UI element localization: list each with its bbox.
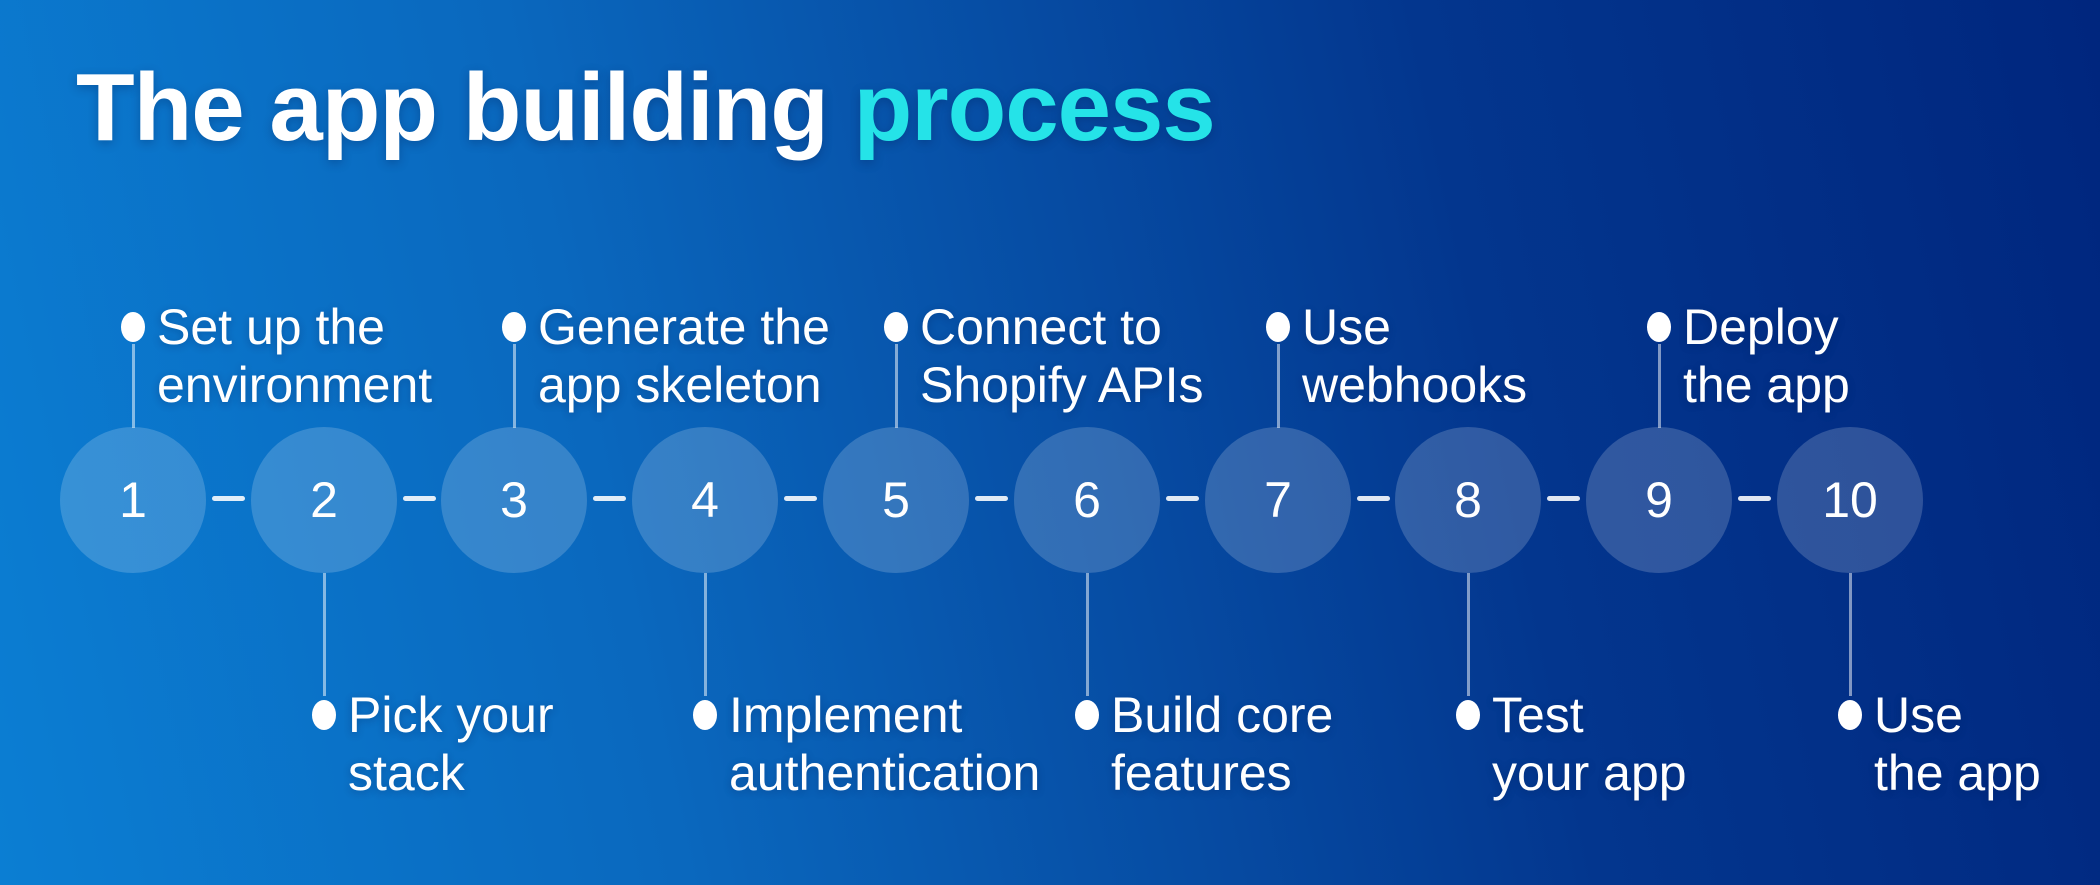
- step-10-label-line1: Use: [1874, 687, 1963, 743]
- step-4-connector-line: [703, 573, 707, 696]
- step-6-connector-line: [1085, 573, 1089, 696]
- step-7-label-line2: webhooks: [1302, 357, 1528, 413]
- step-1-label: Set up the environment: [121, 298, 432, 414]
- step-1-circle: 1: [60, 427, 206, 573]
- step-9-label-line1: Deploy: [1683, 299, 1839, 355]
- step-9-circle: 9: [1586, 427, 1732, 573]
- step-8-number: 8: [1454, 472, 1482, 528]
- timeline-dash-3: [593, 496, 626, 501]
- step-9-label-text: Deploy the app: [1683, 298, 1850, 414]
- step-2-connector-line: [322, 573, 326, 696]
- step-5-label-line2: Shopify APIs: [920, 357, 1204, 413]
- step-3-number: 3: [500, 472, 528, 528]
- step-3-label-text: Generate the app skeleton: [538, 298, 830, 414]
- step-2-label: Pick your stack: [312, 686, 554, 802]
- timeline-dash-6: [1166, 496, 1199, 501]
- step-6-label-line1: Build core: [1111, 687, 1334, 743]
- timeline-dash-7: [1357, 496, 1390, 501]
- bullet-icon: [884, 312, 908, 342]
- step-7-number: 7: [1264, 472, 1292, 528]
- step-8-label-line2: your app: [1492, 745, 1687, 801]
- step-9-number: 9: [1645, 472, 1673, 528]
- step-7-label: Use webhooks: [1266, 298, 1527, 414]
- step-9-label: Deploy the app: [1647, 298, 1850, 414]
- page-title-highlight: process: [853, 54, 1216, 161]
- step-6-label-line2: features: [1111, 745, 1292, 801]
- step-10-label-line2: the app: [1874, 745, 2041, 801]
- timeline-dash-4: [784, 496, 817, 501]
- bullet-icon: [121, 312, 145, 342]
- step-10-label: Use the app: [1838, 686, 2041, 802]
- step-5-circle: 5: [823, 427, 969, 573]
- step-3-label-line2: app skeleton: [538, 357, 822, 413]
- step-5-label: Connect to Shopify APIs: [884, 298, 1204, 414]
- step-6-circle: 6: [1014, 427, 1160, 573]
- step-1-number: 1: [119, 472, 147, 528]
- timeline-dash-5: [975, 496, 1008, 501]
- step-6-number: 6: [1073, 472, 1101, 528]
- step-10-connector-line: [1848, 573, 1852, 696]
- step-3-label: Generate the app skeleton: [502, 298, 830, 414]
- step-4-label-text: Implement authentication: [729, 686, 1040, 802]
- step-4-label-line1: Implement: [729, 687, 963, 743]
- step-4-number: 4: [691, 472, 719, 528]
- step-1-connector-line: [131, 344, 135, 428]
- step-8-connector-line: [1466, 573, 1470, 696]
- step-2-label-line1: Pick your: [348, 687, 554, 743]
- timeline-dash-9: [1738, 496, 1771, 501]
- step-10-circle: 10: [1777, 427, 1923, 573]
- step-8-circle: 8: [1395, 427, 1541, 573]
- step-7-circle: 7: [1205, 427, 1351, 573]
- bullet-icon: [1838, 700, 1862, 730]
- step-4-circle: 4: [632, 427, 778, 573]
- step-9-connector-line: [1657, 344, 1661, 428]
- step-8-label-line1: Test: [1492, 687, 1584, 743]
- step-2-label-line2: stack: [348, 745, 465, 801]
- step-9-label-line2: the app: [1683, 357, 1850, 413]
- timeline-dash-8: [1547, 496, 1580, 501]
- step-5-label-line1: Connect to: [920, 299, 1162, 355]
- step-7-label-text: Use webhooks: [1302, 298, 1527, 414]
- step-4-label-line2: authentication: [729, 745, 1041, 801]
- bullet-icon: [312, 700, 336, 730]
- bullet-icon: [1075, 700, 1099, 730]
- bullet-icon: [1647, 312, 1671, 342]
- step-8-label: Test your app: [1456, 686, 1687, 802]
- step-6-label-text: Build core features: [1111, 686, 1333, 802]
- step-5-connector-line: [894, 344, 898, 428]
- step-4-label: Implement authentication: [693, 686, 1040, 802]
- timeline-dash-2: [403, 496, 436, 501]
- step-7-connector-line: [1276, 344, 1280, 428]
- page-title-regular: The app building: [76, 54, 854, 161]
- step-1-label-text: Set up the environment: [157, 298, 432, 414]
- bullet-icon: [502, 312, 526, 342]
- step-3-label-line1: Generate the: [538, 299, 830, 355]
- step-2-number: 2: [310, 472, 338, 528]
- step-3-connector-line: [512, 344, 516, 428]
- step-10-number: 10: [1822, 472, 1878, 528]
- step-6-label: Build core features: [1075, 686, 1333, 802]
- step-3-circle: 3: [441, 427, 587, 573]
- bullet-icon: [1266, 312, 1290, 342]
- step-7-label-line1: Use: [1302, 299, 1391, 355]
- step-2-label-text: Pick your stack: [348, 686, 554, 802]
- step-8-label-text: Test your app: [1492, 686, 1687, 802]
- timeline-dash-1: [212, 496, 245, 501]
- step-10-label-text: Use the app: [1874, 686, 2041, 802]
- bullet-icon: [693, 700, 717, 730]
- step-2-circle: 2: [251, 427, 397, 573]
- page-title: The app building process: [76, 57, 1216, 159]
- step-5-number: 5: [882, 472, 910, 528]
- step-1-label-line2: environment: [157, 357, 433, 413]
- step-1-label-line1: Set up the: [157, 299, 385, 355]
- step-5-label-text: Connect to Shopify APIs: [920, 298, 1204, 414]
- bullet-icon: [1456, 700, 1480, 730]
